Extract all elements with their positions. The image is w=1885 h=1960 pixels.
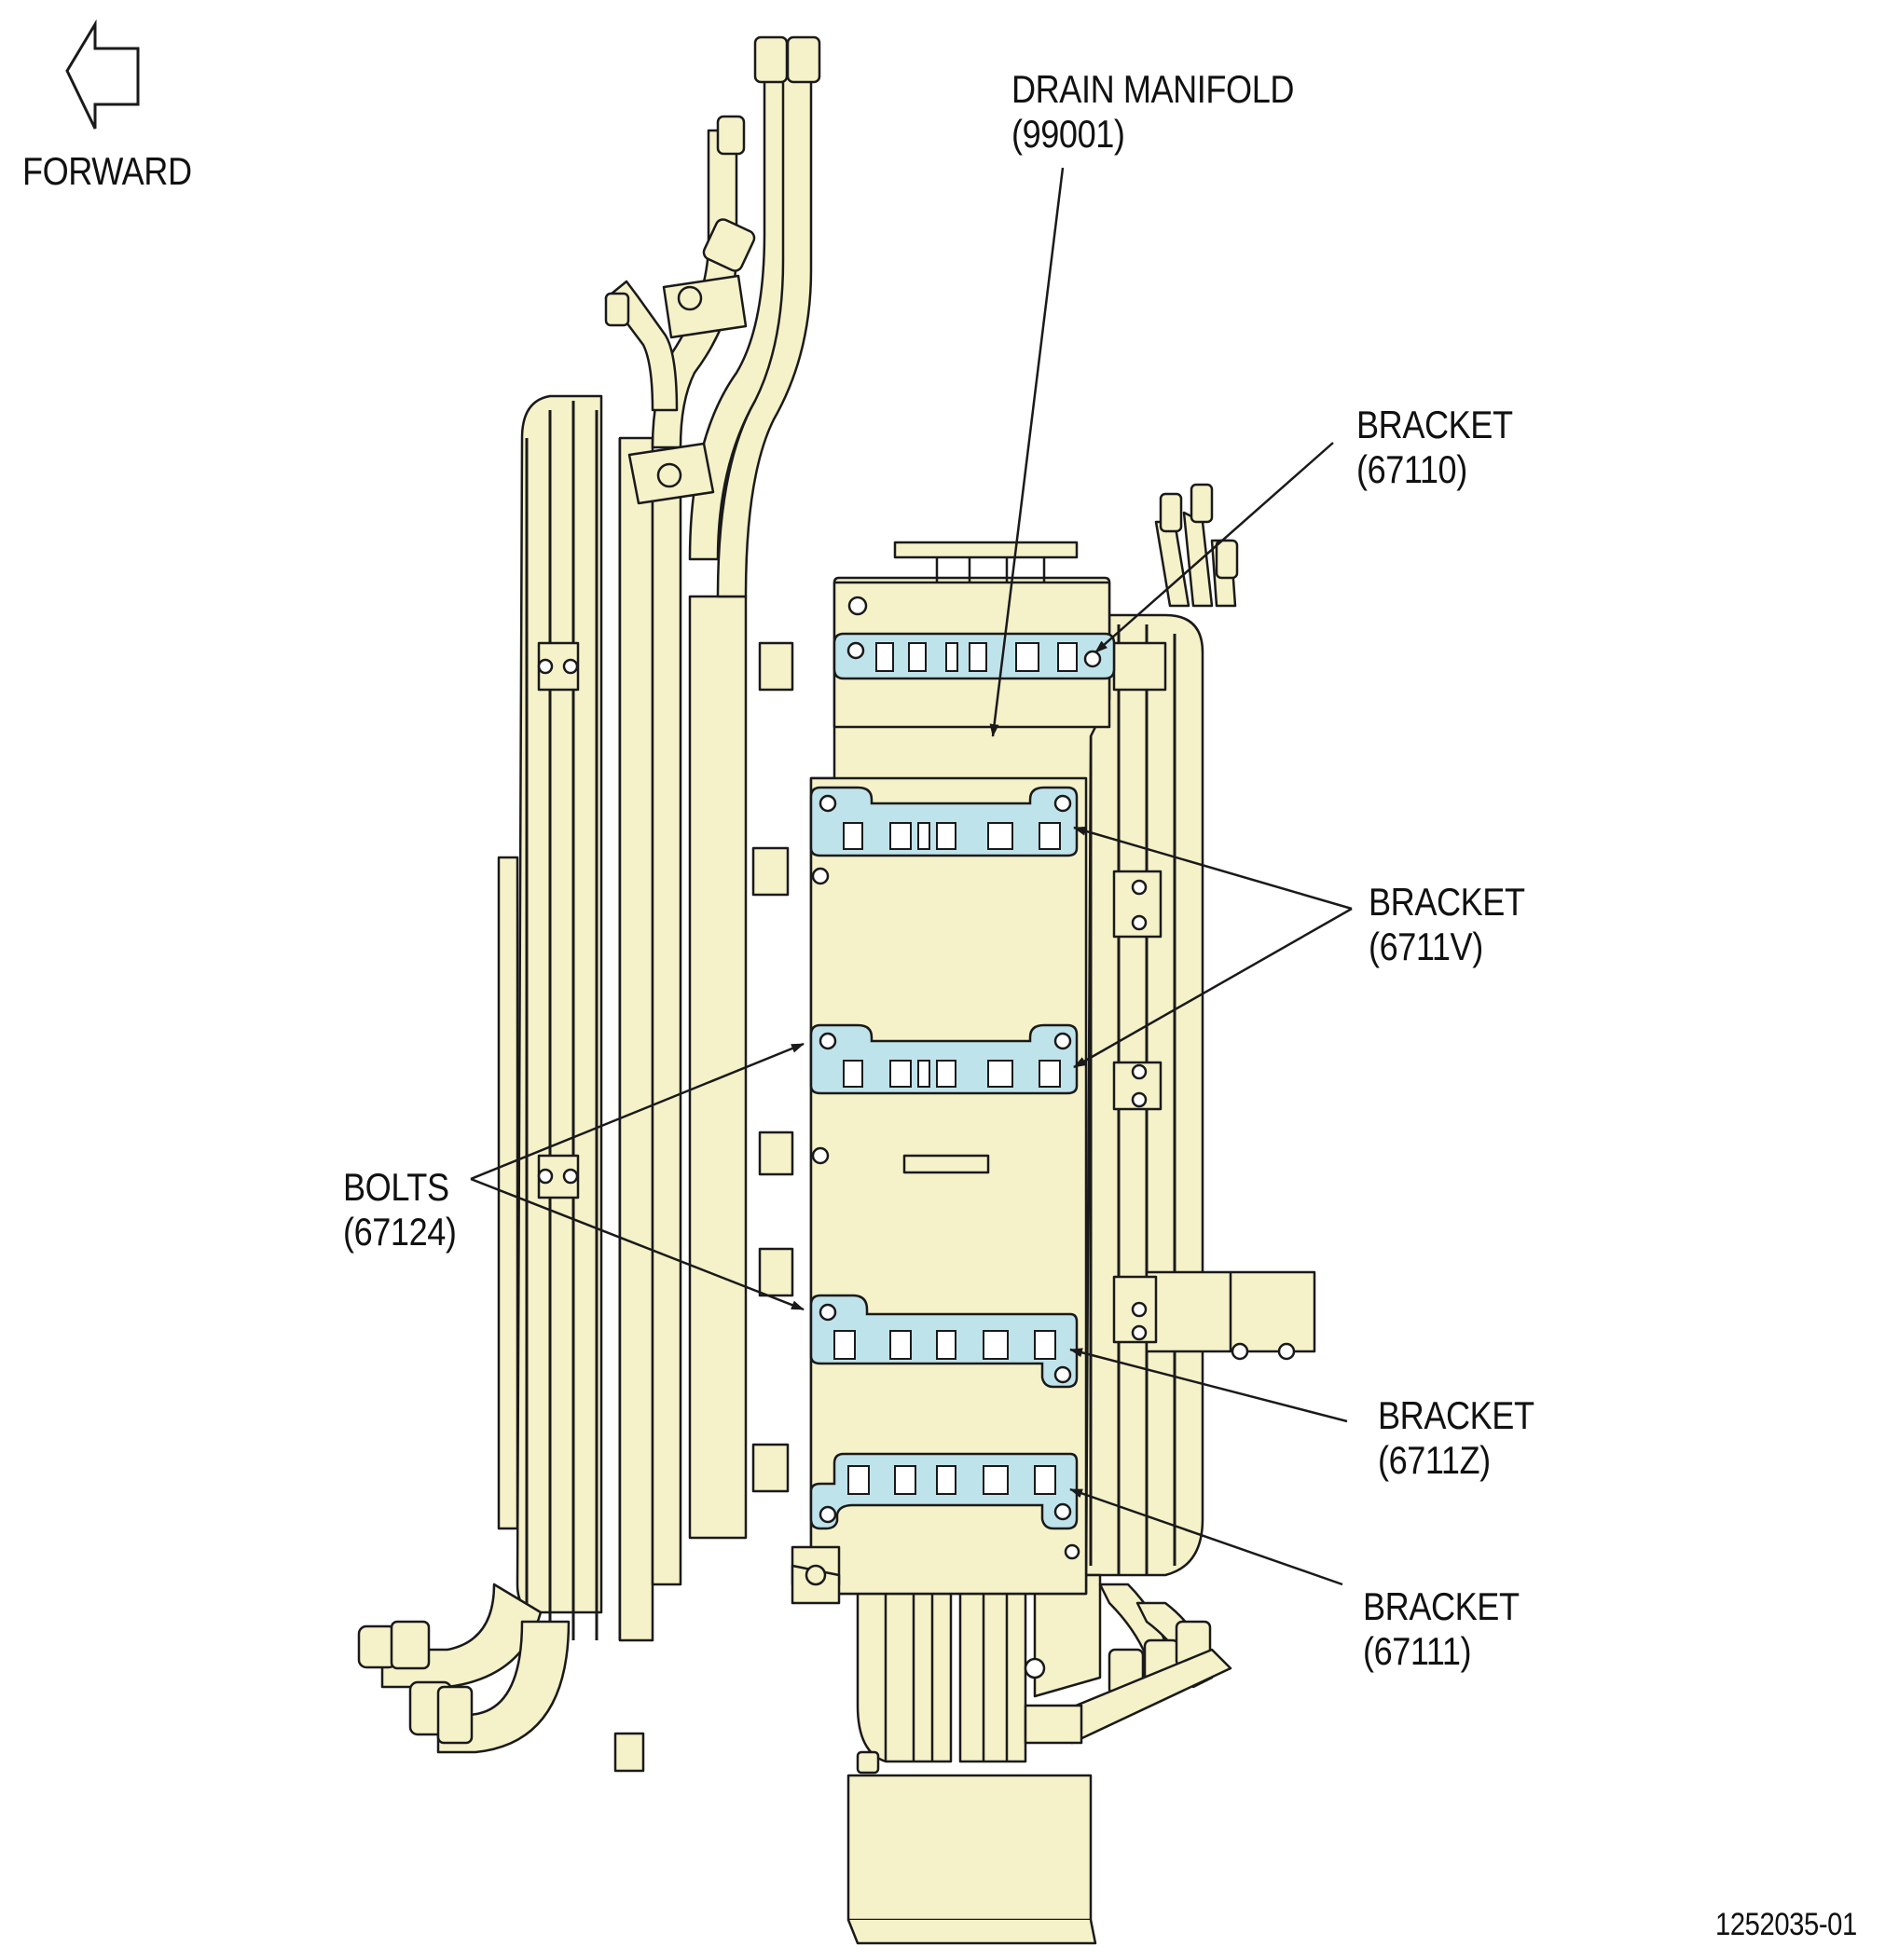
leader-bolts-upper xyxy=(470,1042,805,1181)
leader-lines xyxy=(470,167,1353,1586)
callout-name: BRACKET xyxy=(1369,880,1525,924)
callout-name: BRACKET xyxy=(1363,1584,1520,1628)
leader-bracket-67110 xyxy=(1094,442,1334,653)
callout-code: (6711Z) xyxy=(1378,1438,1491,1482)
leader-bracket-6711v-upper xyxy=(1073,826,1353,911)
left-arrow-icon xyxy=(65,19,140,130)
clamp-slots xyxy=(833,642,1078,1495)
callout-code: (67124) xyxy=(343,1210,457,1254)
callout-code: (67111) xyxy=(1363,1629,1472,1673)
callout-name: BOLTS xyxy=(343,1165,449,1209)
figure-number: 1252035-01 xyxy=(1715,1907,1857,1942)
tube-assembly xyxy=(357,35,1316,1945)
leader-bolts-lower xyxy=(470,1177,805,1311)
callout-code: (6711V) xyxy=(1369,925,1483,968)
callout-name: DRAIN MANIFOLD xyxy=(1011,67,1295,111)
callout-name: BRACKET xyxy=(1356,403,1513,446)
callout-name: BRACKET xyxy=(1378,1393,1534,1437)
leader-bracket-67111 xyxy=(1069,1487,1343,1586)
forward-label: FORWARD xyxy=(22,149,192,193)
fastener-details xyxy=(537,596,1296,1679)
leader-bracket-6711z xyxy=(1069,1348,1348,1423)
leader-drain-manifold xyxy=(989,167,1065,737)
leader-bracket-6711v-lower xyxy=(1073,907,1353,1069)
callout-code: (99001) xyxy=(1011,112,1125,156)
callout-code: (67110) xyxy=(1356,447,1467,491)
